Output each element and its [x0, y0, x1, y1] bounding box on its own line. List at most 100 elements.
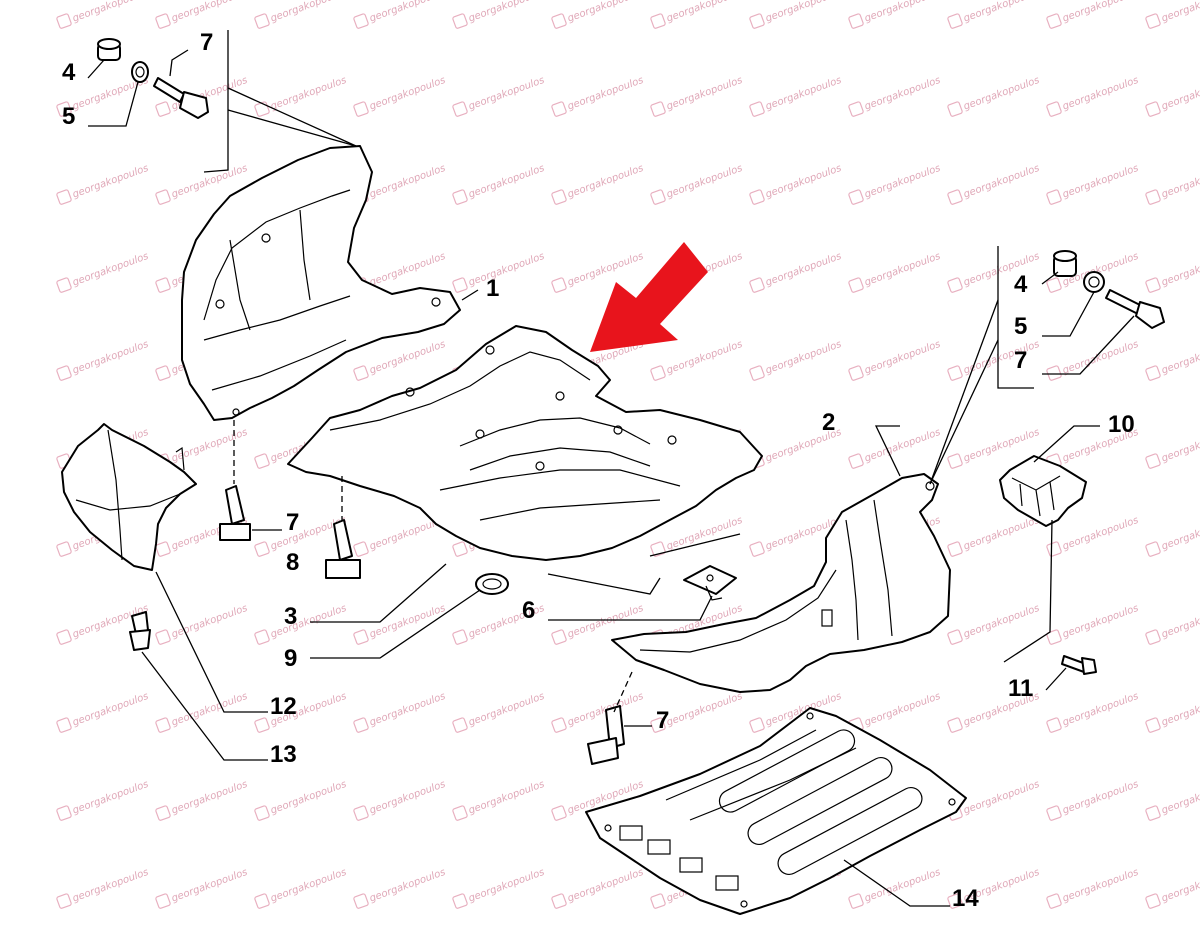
watermark-tile: georgakopoulos: [1145, 427, 1200, 469]
watermark-logo-icon: [848, 277, 864, 293]
fastener-11-screw: [1061, 655, 1097, 675]
watermark-text: georgakopoulos: [1160, 603, 1200, 641]
callout-5-right: 5: [1014, 313, 1027, 340]
fastener-4-nut-top-left: [97, 38, 121, 61]
watermark-text: georgakopoulos: [863, 75, 942, 113]
fastener-6-bracket-clip: [683, 565, 737, 601]
callout-3: 3: [284, 603, 297, 630]
watermark-logo-icon: [452, 13, 468, 29]
watermark-logo-icon: [1145, 277, 1161, 293]
watermark-tile: georgakopoulos: [56, 779, 150, 821]
watermark-tile: georgakopoulos: [452, 691, 546, 733]
watermark-tile: georgakopoulos: [650, 0, 744, 29]
watermark-tile: georgakopoulos: [1145, 0, 1200, 29]
watermark-text: georgakopoulos: [368, 75, 447, 113]
watermark-text: georgakopoulos: [1160, 515, 1200, 553]
watermark-tile: georgakopoulos: [947, 515, 1041, 557]
callout-2: 2: [822, 409, 835, 436]
watermark-logo-icon: [650, 893, 666, 909]
watermark-tile: georgakopoulos: [155, 779, 249, 821]
watermark-text: georgakopoulos: [665, 0, 744, 25]
watermark-text: georgakopoulos: [368, 339, 447, 377]
watermark-logo-icon: [452, 189, 468, 205]
callout-7-left-middle: 7: [286, 509, 299, 536]
fastener-9-grommet: [475, 573, 509, 595]
watermark-tile: georgakopoulos: [551, 251, 645, 293]
watermark-tile: georgakopoulos: [551, 0, 645, 29]
watermark-logo-icon: [155, 805, 171, 821]
watermark-logo-icon: [1046, 893, 1062, 909]
watermark-logo-icon: [551, 277, 567, 293]
watermark-text: georgakopoulos: [1061, 603, 1140, 641]
watermark-text: georgakopoulos: [467, 0, 546, 25]
watermark-logo-icon: [1145, 101, 1161, 117]
watermark-tile: georgakopoulos: [848, 75, 942, 117]
watermark-text: georgakopoulos: [269, 867, 348, 905]
watermark-logo-icon: [56, 629, 72, 645]
fastener-7-bolt-right: [1105, 289, 1165, 329]
watermark-text: georgakopoulos: [962, 339, 1041, 377]
watermark-text: georgakopoulos: [863, 867, 942, 905]
watermark-logo-icon: [56, 717, 72, 733]
watermark-logo-icon: [551, 717, 567, 733]
watermark-tile: georgakopoulos: [56, 867, 150, 909]
watermark-text: georgakopoulos: [368, 163, 447, 201]
watermark-text: georgakopoulos: [1061, 339, 1140, 377]
watermark-logo-icon: [1046, 629, 1062, 645]
watermark-text: georgakopoulos: [71, 691, 150, 729]
watermark-text: georgakopoulos: [1160, 251, 1200, 289]
watermark-tile: georgakopoulos: [848, 339, 942, 381]
watermark-logo-icon: [353, 893, 369, 909]
watermark-tile: georgakopoulos: [452, 867, 546, 909]
watermark-text: georgakopoulos: [368, 779, 447, 817]
watermark-text: georgakopoulos: [962, 0, 1041, 25]
watermark-tile: georgakopoulos: [56, 339, 150, 381]
watermark-logo-icon: [1145, 805, 1161, 821]
callout-7-bottom: 7: [656, 707, 669, 734]
watermark-logo-icon: [155, 13, 171, 29]
watermark-logo-icon: [1046, 541, 1062, 557]
watermark-logo-icon: [551, 805, 567, 821]
watermark-tile: georgakopoulos: [1046, 779, 1140, 821]
watermark-text: georgakopoulos: [71, 867, 150, 905]
watermark-logo-icon: [1145, 893, 1161, 909]
watermark-tile: georgakopoulos: [848, 427, 942, 469]
fastener-7-bolt-top-left: [153, 77, 209, 119]
watermark-tile: georgakopoulos: [1145, 779, 1200, 821]
watermark-logo-icon: [56, 805, 72, 821]
watermark-text: georgakopoulos: [863, 691, 942, 729]
watermark-logo-icon: [749, 365, 765, 381]
watermark-logo-icon: [749, 541, 765, 557]
watermark-tile: georgakopoulos: [56, 691, 150, 733]
watermark-tile: georgakopoulos: [1046, 691, 1140, 733]
watermark-tile: georgakopoulos: [551, 867, 645, 909]
watermark-text: georgakopoulos: [764, 339, 843, 377]
watermark-tile: georgakopoulos: [1145, 867, 1200, 909]
watermark-logo-icon: [848, 13, 864, 29]
watermark-logo-icon: [1145, 541, 1161, 557]
watermark-tile: georgakopoulos: [848, 691, 942, 733]
watermark-logo-icon: [452, 717, 468, 733]
watermark-text: georgakopoulos: [1160, 0, 1200, 25]
watermark-tile: georgakopoulos: [254, 0, 348, 29]
watermark-logo-icon: [749, 101, 765, 117]
part-3-underbody-panel: [287, 325, 763, 561]
watermark-tile: georgakopoulos: [551, 75, 645, 117]
watermark-logo-icon: [1046, 805, 1062, 821]
watermark-logo-icon: [1145, 189, 1161, 205]
part-12-left-liner: [61, 423, 197, 571]
watermark-logo-icon: [155, 101, 171, 117]
callout-4-right: 4: [1014, 271, 1028, 298]
watermark-text: georgakopoulos: [962, 779, 1041, 817]
watermark-tile: georgakopoulos: [1046, 163, 1140, 205]
watermark-text: georgakopoulos: [170, 0, 249, 25]
watermark-text: georgakopoulos: [665, 691, 744, 729]
watermark-tile: georgakopoulos: [749, 251, 843, 293]
watermark-logo-icon: [1145, 717, 1161, 733]
watermark-tile: georgakopoulos: [848, 0, 942, 29]
watermark-logo-icon: [650, 541, 666, 557]
watermark-logo-icon: [650, 189, 666, 205]
watermark-text: georgakopoulos: [1061, 691, 1140, 729]
watermark-text: georgakopoulos: [566, 163, 645, 201]
